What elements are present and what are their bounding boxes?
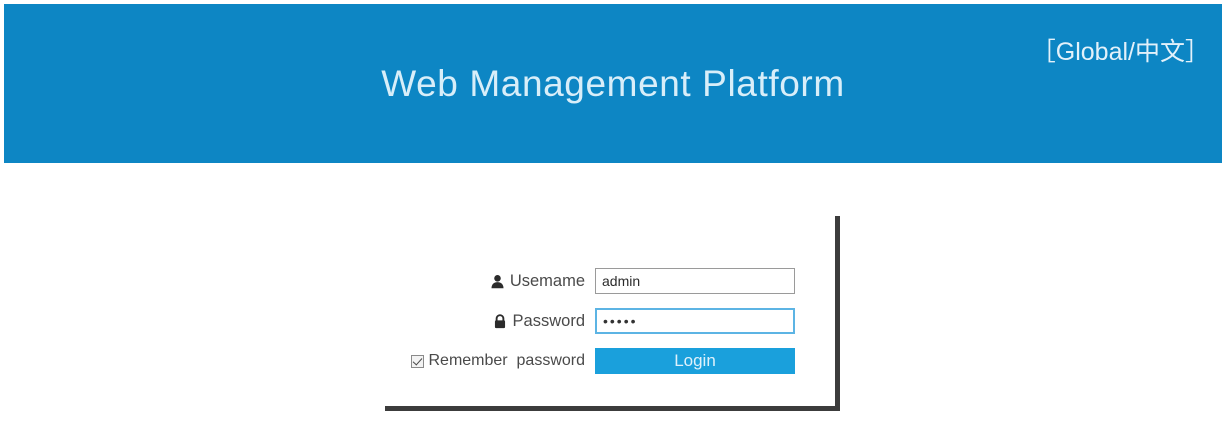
username-input[interactable] bbox=[595, 268, 795, 294]
login-button-control: Login bbox=[595, 348, 795, 374]
username-label-group: Usemame bbox=[385, 272, 585, 291]
lock-icon bbox=[492, 313, 509, 330]
login-form: Usemame Password bbox=[385, 216, 840, 411]
remember-password-label-group[interactable]: Remember password bbox=[385, 352, 585, 370]
login-button[interactable]: Login bbox=[595, 348, 795, 374]
language-switcher[interactable]: ［Global/中文］ bbox=[1030, 38, 1210, 66]
password-row: Password bbox=[385, 308, 800, 334]
page-title: Web Management Platform bbox=[381, 62, 845, 104]
header-banner: Web Management Platform ［Global/中文］ bbox=[4, 4, 1222, 163]
remember-row: Remember password Login bbox=[385, 348, 800, 374]
username-control bbox=[595, 268, 795, 294]
user-icon bbox=[489, 273, 506, 290]
remember-password-label: Remember password bbox=[428, 352, 586, 369]
remember-password-checkbox[interactable] bbox=[410, 354, 424, 368]
username-label: Usemame bbox=[509, 271, 585, 290]
password-input[interactable] bbox=[595, 308, 795, 334]
password-control bbox=[595, 308, 795, 334]
password-label: Password bbox=[512, 311, 585, 330]
username-row: Usemame bbox=[385, 268, 800, 294]
password-label-group: Password bbox=[385, 312, 585, 331]
login-panel: Usemame Password bbox=[385, 216, 840, 411]
